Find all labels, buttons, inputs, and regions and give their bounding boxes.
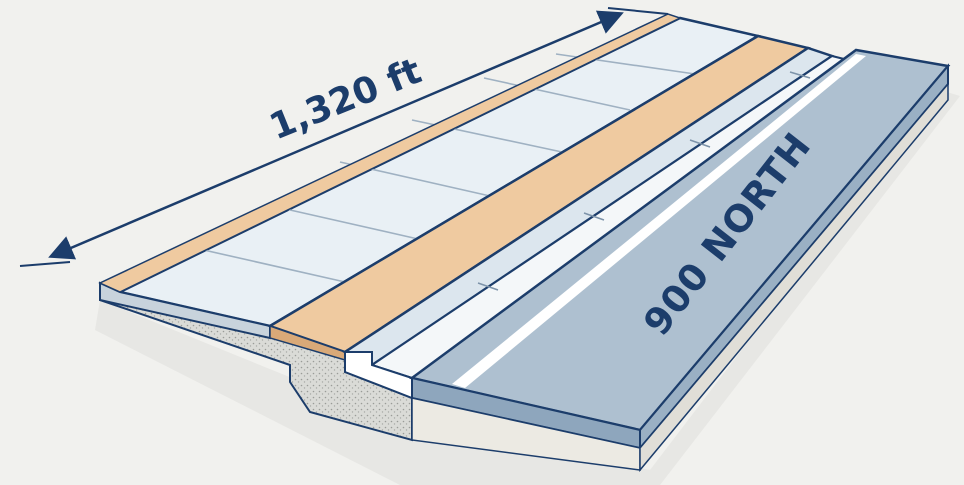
road-base-side xyxy=(639,81,949,473)
lane-stripe xyxy=(452,54,866,388)
length-label: 1,320 ft xyxy=(264,51,427,149)
dimension-tick-right xyxy=(607,7,669,15)
dimension-arrow xyxy=(48,10,624,260)
dimension-tick-left xyxy=(19,261,71,267)
